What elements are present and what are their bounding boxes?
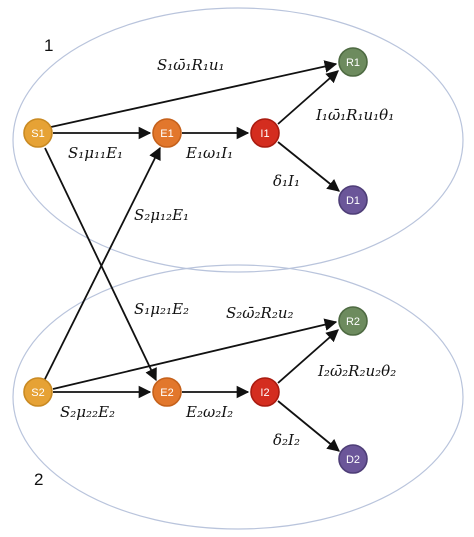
- edge-s2-e1: [43, 146, 161, 382]
- edge-label-i1-r1: I₁ω̄₁R₁u₁θ₁: [315, 106, 394, 124]
- region-1-ellipse: [12, 7, 464, 273]
- edge-label-i1-d1: δ₁I₁: [273, 172, 300, 190]
- node-e1-circle: [152, 118, 182, 148]
- node-r2-circle: [338, 306, 368, 336]
- node-s2-circle: [23, 377, 53, 407]
- edge-label-i2-r2: I₂ω̄₂R₂u₂θ₂: [317, 362, 396, 380]
- edge-i1-d1: [277, 141, 340, 192]
- node-i1-label: I1: [260, 128, 269, 140]
- node-i2-label: I2: [260, 387, 269, 399]
- node-d1: D1: [338, 185, 368, 215]
- node-s1-circle: [23, 118, 53, 148]
- edge-i2-d2: [277, 400, 340, 452]
- node-e2-label: E2: [160, 387, 173, 399]
- group-1-label: 1: [44, 36, 53, 55]
- node-i1: I1: [250, 118, 280, 148]
- node-e2: E2: [152, 377, 182, 407]
- node-d1-label: D1: [346, 195, 360, 207]
- edge-label-i2-d2: δ₂I₂: [273, 431, 300, 449]
- node-s1: S1: [23, 118, 53, 148]
- edge-label-s2-r2: S₂ω̄₂R₂u₂: [226, 304, 294, 322]
- node-i1-circle: [250, 118, 280, 148]
- node-d2: D2: [338, 444, 368, 474]
- node-s2-label: S2: [31, 387, 44, 399]
- node-i2: I2: [250, 377, 280, 407]
- edge-label-s2-e2: S₂μ₂₂E₂: [60, 403, 115, 421]
- edge-s2-r2: [52, 318, 338, 390]
- node-r1-label: R1: [346, 57, 360, 69]
- node-d1-circle: [338, 185, 368, 215]
- node-e1-label: E1: [160, 128, 173, 140]
- edge-label-e1-i1: E₁ω₁I₁: [185, 144, 233, 162]
- node-e2-circle: [152, 377, 182, 407]
- edge-i2-r2: [277, 329, 339, 384]
- node-r1-circle: [338, 47, 368, 77]
- node-r2-label: R2: [346, 316, 360, 328]
- region-2-ellipse: [12, 264, 464, 530]
- node-d2-circle: [338, 444, 368, 474]
- edge-label-s2-e1: S₂μ₁₂E₁: [134, 206, 189, 224]
- edge-s1-r1: [50, 60, 338, 128]
- edge-label-s1-r1: S₁ω̄₁R₁u₁: [157, 56, 225, 74]
- edge-label-s1-e1: S₁μ₁₁E₁: [68, 144, 123, 162]
- node-i2-circle: [250, 377, 280, 407]
- edge-i1-r1: [277, 70, 339, 125]
- edge-label-e2-i2: E₂ω₂I₂: [185, 403, 233, 421]
- node-e1: E1: [152, 118, 182, 148]
- node-r1: R1: [338, 47, 368, 77]
- node-d2-label: D2: [346, 454, 360, 466]
- node-r2: R2: [338, 306, 368, 336]
- node-s2: S2: [23, 377, 53, 407]
- group-2-label: 2: [34, 470, 43, 489]
- edge-label-s1-e2: S₁μ₂₁E₂: [134, 300, 189, 318]
- edge-s1-e2: [44, 147, 157, 382]
- node-s1-label: S1: [31, 128, 44, 140]
